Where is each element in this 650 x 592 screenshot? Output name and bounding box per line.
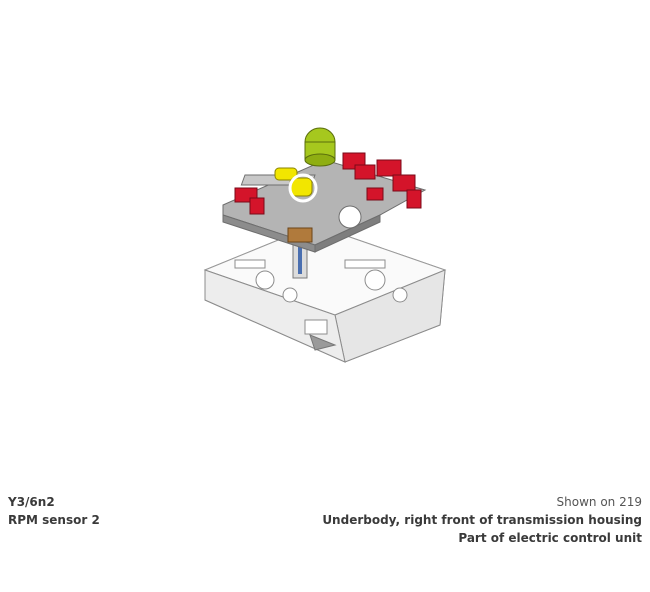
component-caption: Y3/6n2 RPM sensor 2 bbox=[8, 493, 100, 529]
component-name: RPM sensor 2 bbox=[8, 513, 100, 527]
location-text: Underbody, right front of transmission h… bbox=[322, 513, 642, 527]
rpm-sensor-2-marker-circle bbox=[288, 173, 318, 203]
plug-connector bbox=[287, 227, 313, 243]
part-of-text: Part of electric control unit bbox=[458, 531, 642, 545]
reference-caption: Shown on 219 Underbody, right front of t… bbox=[322, 493, 642, 547]
solenoid-valves bbox=[234, 152, 422, 215]
shown-on-reference: Shown on 219 bbox=[556, 495, 642, 509]
pressure-regulator bbox=[304, 127, 336, 167]
transmission-control-unit-illustration bbox=[203, 127, 447, 363]
electric-control-unit-plate bbox=[222, 159, 427, 253]
component-code: Y3/6n2 bbox=[8, 495, 55, 509]
valve-body-lower bbox=[203, 224, 447, 363]
